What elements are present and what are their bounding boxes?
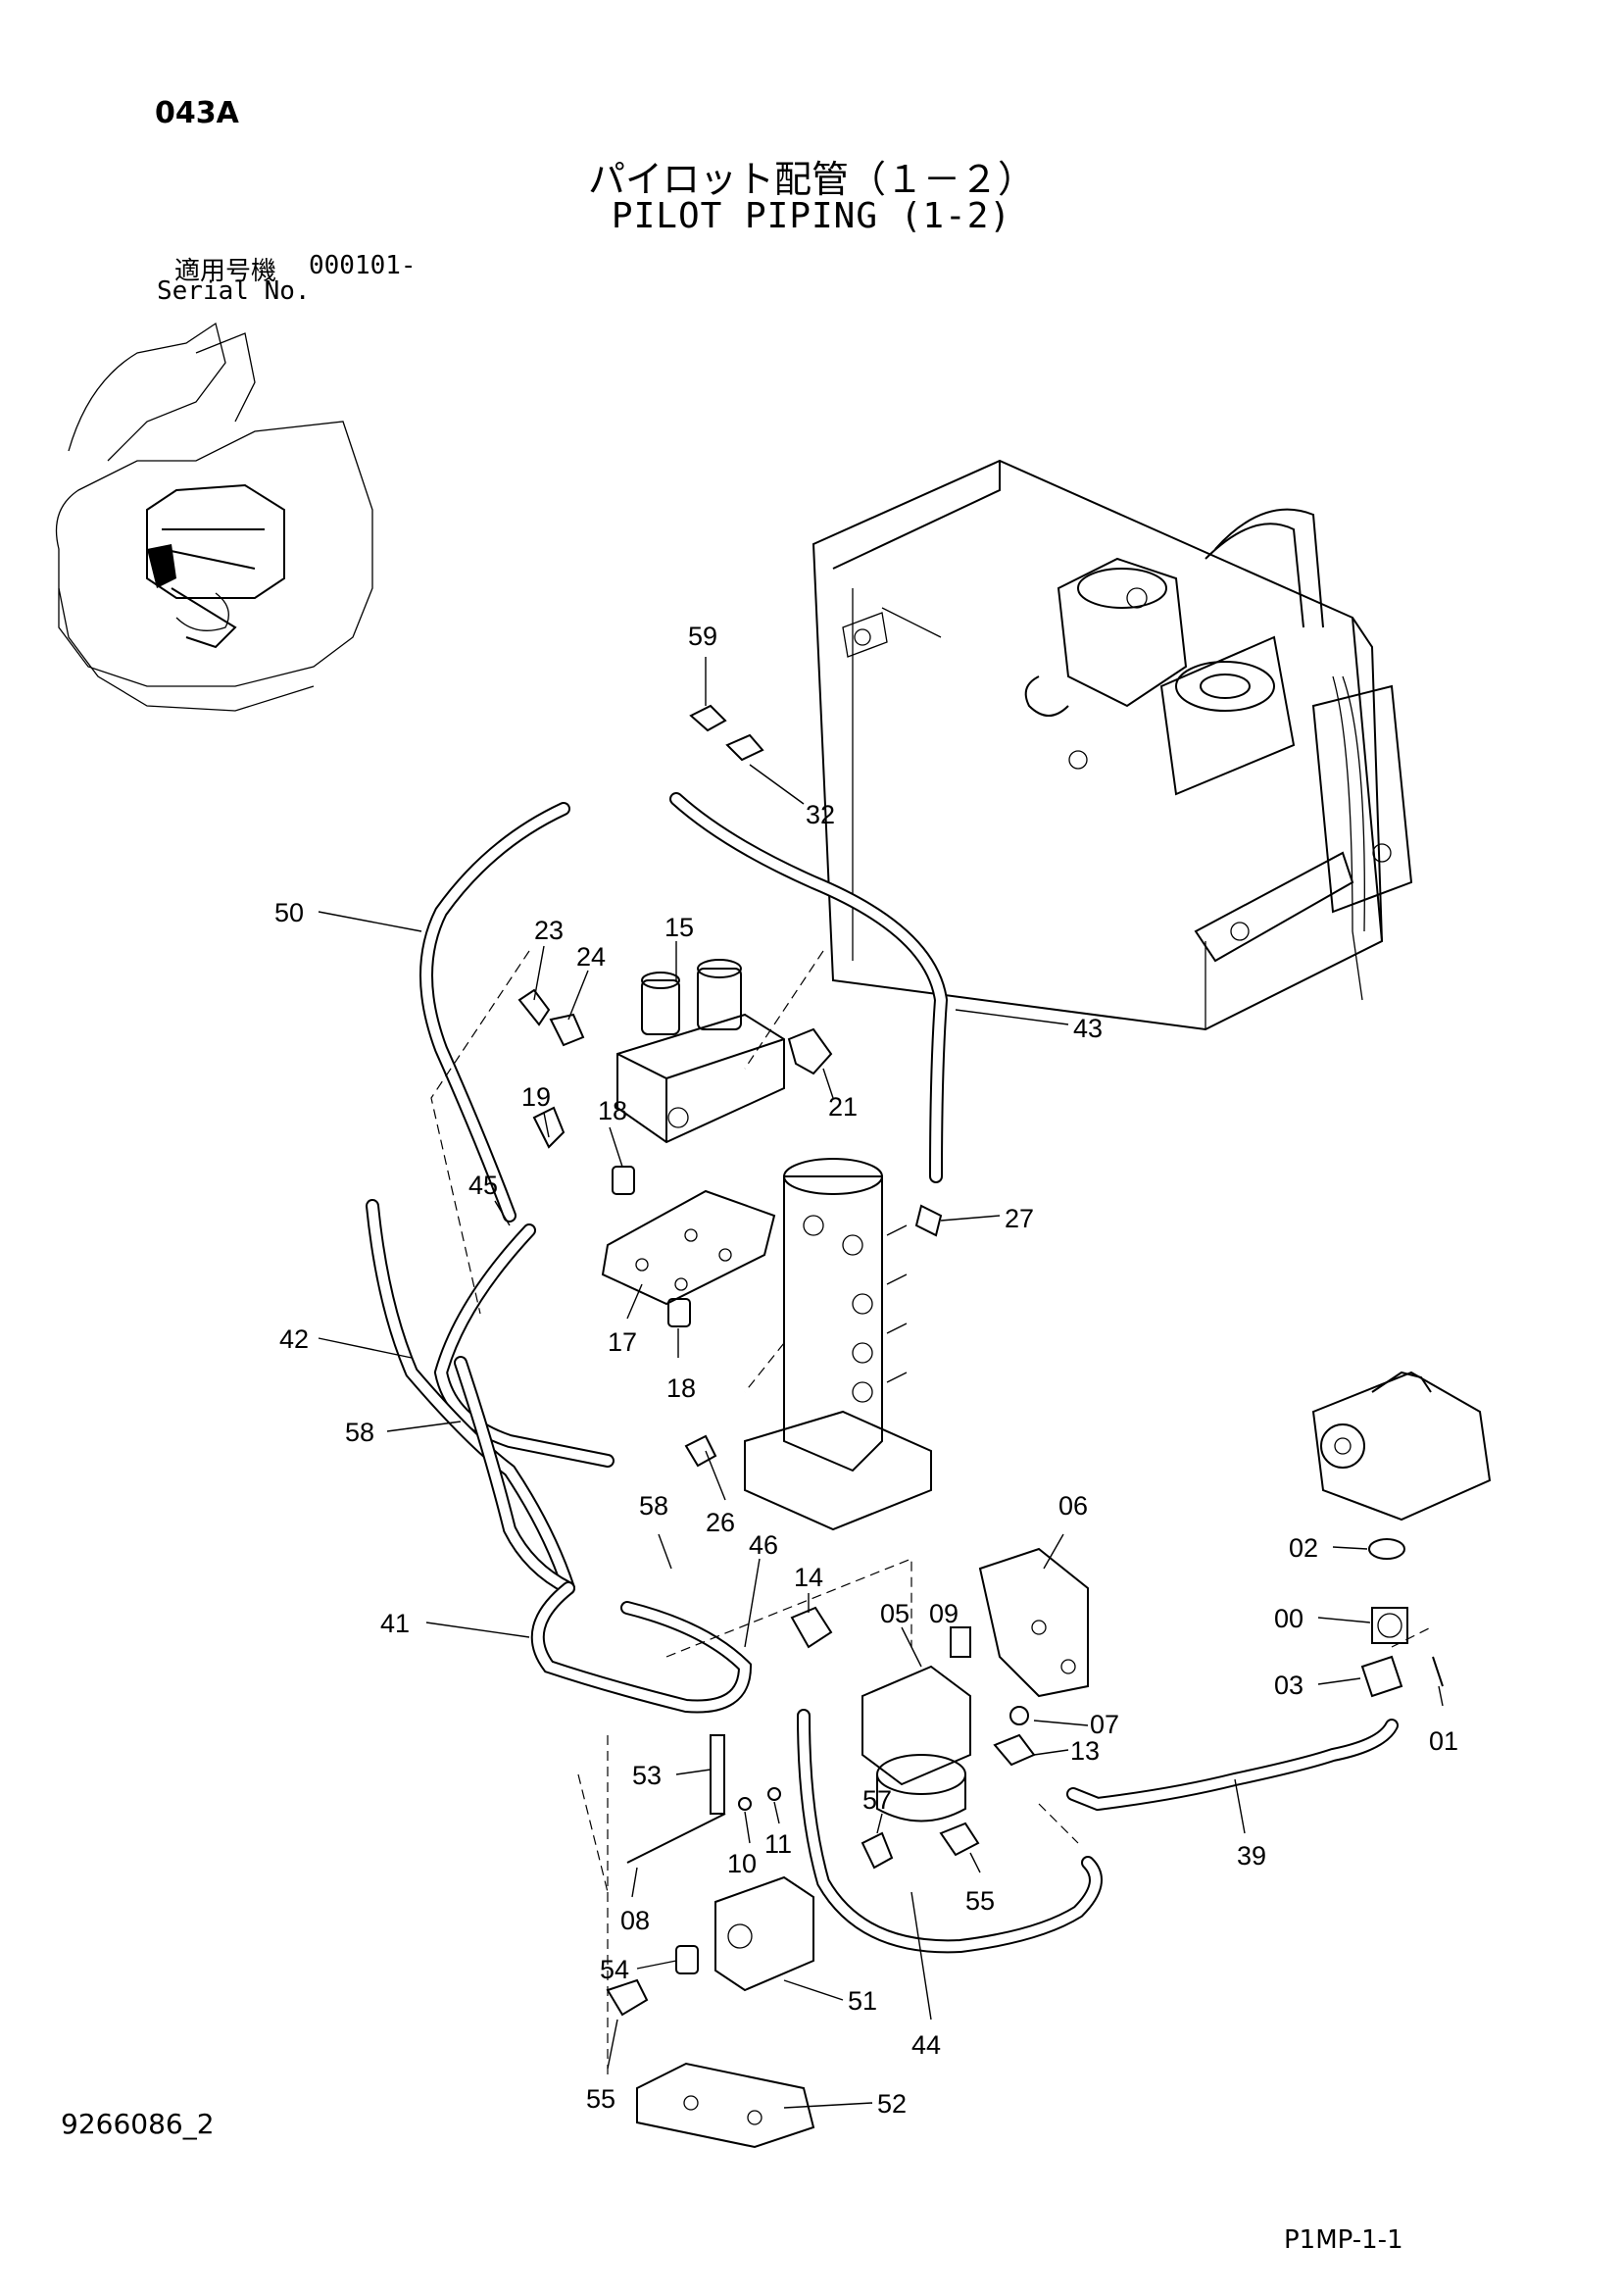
callout-label: 41 xyxy=(380,1609,410,1638)
callout-label: 09 xyxy=(929,1599,959,1628)
callout-label: 58 xyxy=(345,1418,374,1447)
callout-label: 52 xyxy=(877,2089,907,2119)
callout-label: 02 xyxy=(1289,1533,1318,1563)
pilot-valve-block xyxy=(517,959,833,1144)
callout-label: 58 xyxy=(639,1491,668,1521)
valve-mount-plate xyxy=(601,1166,776,1327)
callout-label: 19 xyxy=(521,1082,551,1112)
fittings xyxy=(532,704,1444,2017)
callout-label: 55 xyxy=(586,2084,615,2114)
callout-label: 54 xyxy=(600,1955,629,1984)
callout-label: 08 xyxy=(620,1906,650,1935)
callout-label: 13 xyxy=(1070,1736,1100,1766)
title-english: PILOT PIPING (1-2) xyxy=(611,196,1012,236)
callout-label: 53 xyxy=(632,1761,662,1790)
page-code: 043A xyxy=(155,96,239,130)
callout-label: 07 xyxy=(1090,1710,1119,1739)
callout-label: 50 xyxy=(274,898,304,927)
sensor-block xyxy=(861,1547,1089,1822)
callout-label: 14 xyxy=(794,1563,823,1592)
callout-label: 01 xyxy=(1429,1726,1458,1756)
callout-label: 21 xyxy=(828,1092,858,1122)
callout-label: 06 xyxy=(1058,1491,1088,1521)
hydraulic-pump xyxy=(1311,1371,1492,1522)
callout-label: 18 xyxy=(666,1373,696,1403)
swivel-joint xyxy=(744,1158,932,1531)
callout-label: 03 xyxy=(1274,1671,1303,1700)
serial-value: 000101- xyxy=(309,251,417,280)
page-reference: P1MP-1-1 xyxy=(1284,2225,1403,2255)
callout-label: 57 xyxy=(862,1785,892,1815)
callout-label: 26 xyxy=(706,1508,735,1537)
callout-label: 17 xyxy=(608,1327,637,1357)
callout-label: 00 xyxy=(1274,1604,1303,1633)
callout-label: 42 xyxy=(279,1324,309,1354)
callout-label: 05 xyxy=(880,1599,910,1628)
callout-label: 46 xyxy=(749,1530,778,1560)
document-number: 9266086_2 xyxy=(61,2108,215,2140)
callout-label: 44 xyxy=(911,2030,941,2060)
callout-label: 32 xyxy=(806,800,835,829)
title-japanese: パイロット配管（１－２） xyxy=(587,158,1035,201)
callout-label: 45 xyxy=(468,1171,498,1200)
callout-layer: 59 32 50 23 24 15 43 21 19 18 45 27 42 1… xyxy=(274,622,1458,2119)
callout-label: 43 xyxy=(1073,1014,1103,1043)
callout-label: 18 xyxy=(598,1096,627,1125)
callout-label: 39 xyxy=(1237,1841,1266,1871)
callout-label: 24 xyxy=(576,942,606,972)
callout-label: 51 xyxy=(848,1986,877,2016)
callout-label: 59 xyxy=(688,622,717,651)
callout-label: 27 xyxy=(1005,1204,1034,1233)
callout-label: 11 xyxy=(764,1829,792,1859)
serial-label-japanese: 適用号機 xyxy=(174,257,277,286)
lower-valve-block xyxy=(636,1875,815,2149)
hoses xyxy=(366,792,1399,1954)
callout-label: 10 xyxy=(727,1849,757,1878)
callout-label: 55 xyxy=(965,1886,995,1916)
machine-overview-inset xyxy=(55,322,373,712)
callout-label: 23 xyxy=(534,916,564,945)
serial-label-english: Serial No. xyxy=(157,276,311,306)
callout-label: 15 xyxy=(664,913,694,942)
